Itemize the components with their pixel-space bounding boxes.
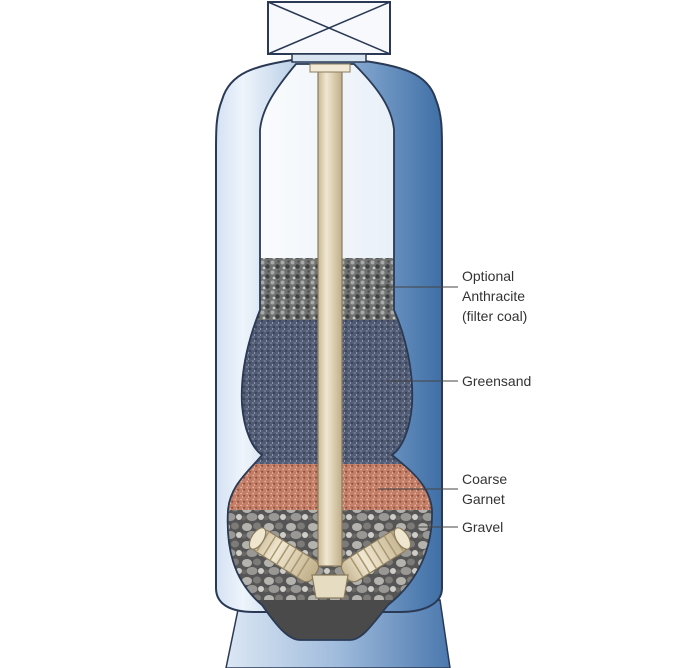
label-anthracite-line-3: (filter coal) [462,308,528,324]
distributor-icon [248,527,412,599]
label-anthracite-line-1: Optional [462,268,515,284]
leader-lines [378,286,458,528]
label-gravel-line-1: Gravel [462,519,504,535]
label-garnet: Coarse Garnet [462,469,507,509]
label-anthracite-line-2: Anthracite [462,288,526,304]
label-greensand-line-1: Greensand [462,373,532,389]
label-garnet-line-1: Coarse [462,471,508,487]
valve-head-icon [267,1,391,63]
label-anthracite: Optional Anthracite (filter coal) [462,266,527,326]
label-gravel: Gravel [462,517,503,537]
riser-tube [317,65,343,567]
label-greensand: Greensand [462,371,531,391]
tank-interior-outline [226,63,433,641]
label-garnet-line-2: Garnet [462,491,505,507]
